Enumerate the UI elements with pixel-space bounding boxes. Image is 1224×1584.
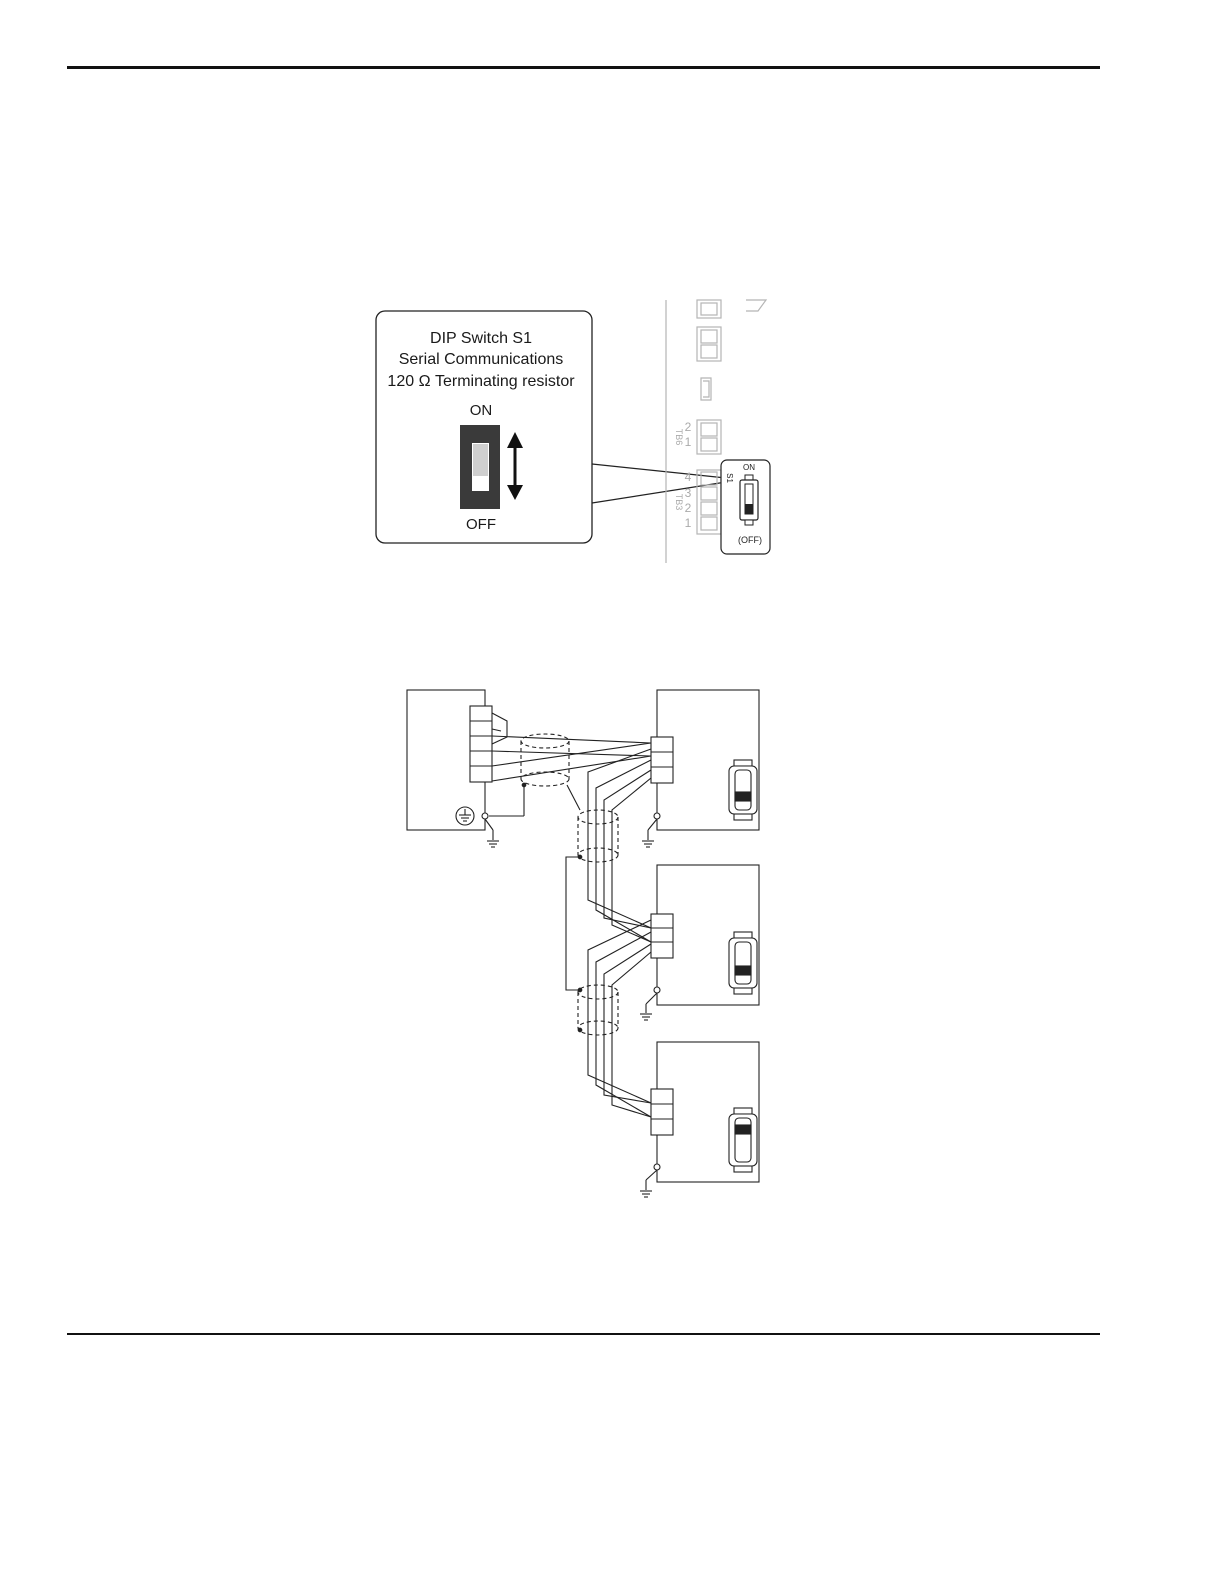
callout-off-label: OFF [466, 516, 496, 533]
tb3-pin-4: 4 [685, 470, 692, 484]
board-switch-id: S1 [725, 473, 734, 483]
drive-2-switch-icon [729, 932, 757, 994]
drive-1-switch-icon [729, 760, 757, 820]
protective-earth-icon [456, 807, 474, 825]
tb3-label: TB3 [674, 494, 684, 511]
cable-shield-1 [521, 734, 569, 786]
terminal-block-tb6: 2 1 TB6 [674, 420, 721, 454]
callout-title-line3: 120 Ω Terminating resistor [387, 373, 575, 390]
callout-on-label: ON [470, 402, 493, 419]
board-switch-s1: ON S1 (OFF) [721, 460, 770, 554]
drive-box-3 [640, 1042, 759, 1197]
wiring-diagram [407, 690, 759, 1197]
connector-top-icon [697, 300, 766, 361]
tb3-pin-3: 3 [685, 486, 692, 500]
dip-switch-callout: DIP Switch S1 Serial Communications 120 … [376, 311, 726, 543]
drive-box-2 [640, 865, 759, 1020]
board-switch-off-label: (OFF) [738, 535, 762, 545]
drive-box-1 [642, 690, 759, 847]
callout-title-line1: DIP Switch S1 [430, 330, 532, 347]
callout-title-line2: Serial Communications [399, 351, 564, 368]
drive-3-switch-icon [729, 1108, 757, 1172]
terminal-block-tb3: 4 3 2 1 TB3 [674, 470, 721, 534]
board-detail: 2 1 TB6 4 3 2 1 TB3 ON S1 (OFF) [666, 300, 770, 563]
tb3-pin-2: 2 [685, 501, 692, 515]
tb6-label: TB6 [674, 429, 684, 446]
dip-switch-large-icon [460, 425, 500, 509]
leader-line-top [592, 464, 726, 478]
controller-box [407, 690, 526, 847]
usb-port-icon [701, 378, 711, 400]
tb6-pin-1: 1 [685, 435, 692, 449]
tb3-pin-1: 1 [685, 516, 692, 530]
board-switch-on-label: ON [743, 463, 755, 472]
tb6-pin-2: 2 [685, 420, 692, 434]
